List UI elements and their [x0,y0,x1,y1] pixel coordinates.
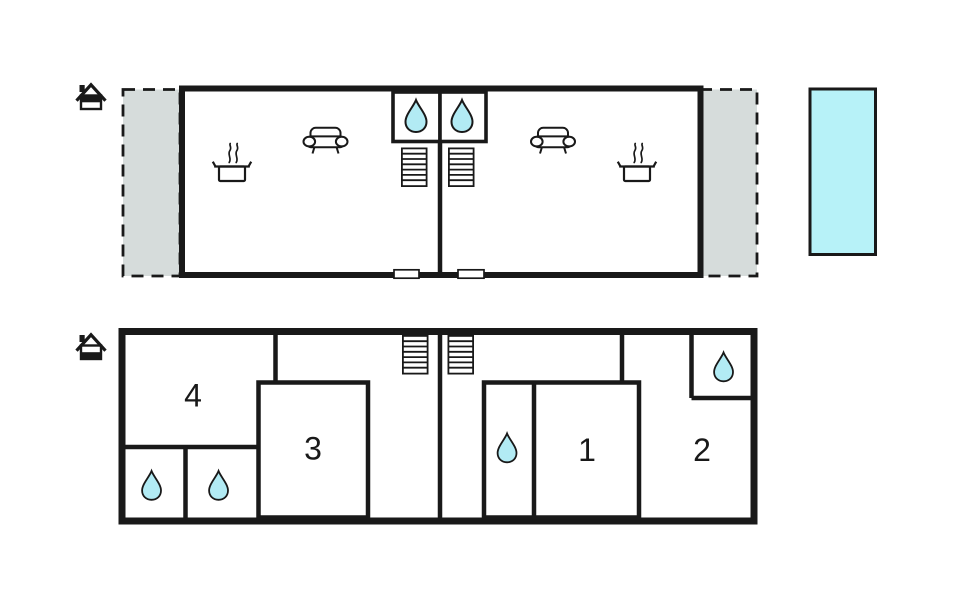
terrace-left-area [121,88,182,278]
highlighted-upper-band [81,95,101,103]
swimming-pool [808,87,877,256]
room-3-walls [256,380,371,520]
upper-floor-plan [121,85,759,280]
door-opening-right [457,268,485,280]
chimney [79,335,85,342]
highlighted-lower-band [81,352,101,359]
room-label-1: 1 [578,432,596,468]
chimney [79,85,85,92]
door-opening-left [393,268,420,280]
ground-floor-level-icon [75,332,107,361]
ground-floor-plan: 4 3 1 2 [118,328,758,525]
terrace-right-area [698,88,759,278]
upper-floor-level-icon [75,82,107,111]
roof [75,332,107,352]
room-label-4: 4 [184,378,202,414]
roof [75,82,107,102]
room-label-3: 3 [304,431,322,467]
room-label-2: 2 [693,432,711,468]
